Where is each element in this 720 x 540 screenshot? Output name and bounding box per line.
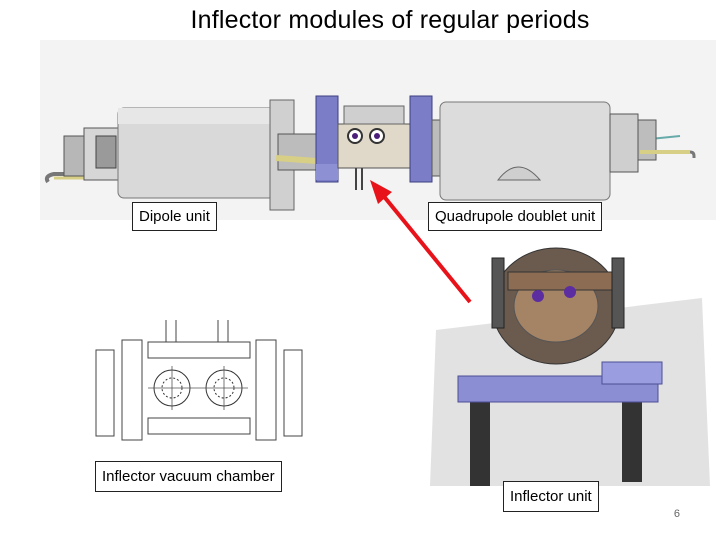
vacuum-chamber-label: Inflector vacuum chamber xyxy=(95,461,282,492)
pointer-arrow xyxy=(370,180,472,304)
page-number: 6 xyxy=(673,508,680,520)
inflector-unit-render xyxy=(430,247,710,486)
vacuum-chamber-drawing xyxy=(95,320,303,441)
quadrupole-unit-label: Quadrupole doublet unit xyxy=(428,202,603,231)
inflector-module-drawing xyxy=(40,40,716,220)
inflector-unit-label: Inflector unit xyxy=(503,481,599,512)
slide-title: Inflector modules of regular periods xyxy=(190,6,590,34)
dipole-unit-label: Dipole unit xyxy=(132,202,217,231)
